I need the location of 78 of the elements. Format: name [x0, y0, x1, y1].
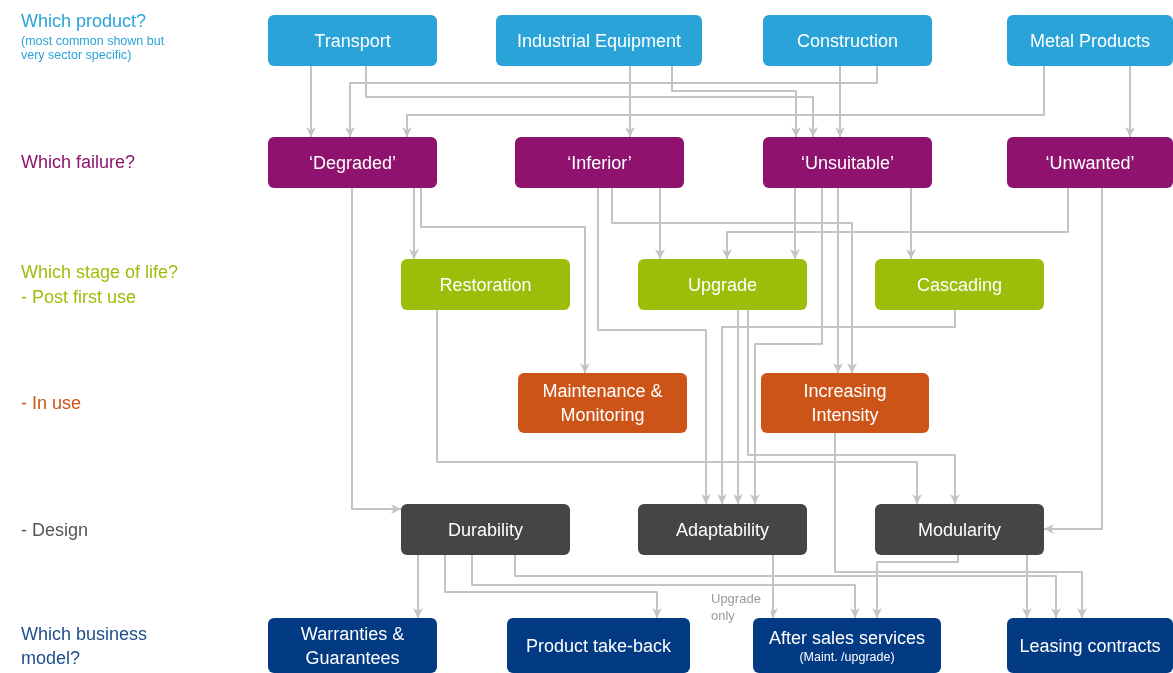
failure-box	[268, 137, 437, 188]
stage-box	[638, 259, 807, 310]
node-label: Modularity	[918, 518, 1001, 542]
failure-box	[515, 137, 684, 188]
node-label: Restoration	[439, 273, 532, 297]
connector-arrow	[413, 554, 423, 619]
node-label: Industrial Equipment	[516, 29, 682, 53]
connector-arrow	[345, 65, 878, 138]
failure-box	[763, 137, 932, 188]
connector-arrow	[906, 187, 916, 260]
connector-arrow	[1022, 554, 1032, 619]
connector-arrow	[790, 187, 800, 260]
design-box	[875, 504, 1044, 555]
node-label: ‘Degraded’	[308, 151, 397, 175]
node-sublabel: (Maint. /upgrade)	[799, 650, 895, 665]
row-heading: Which failure?	[21, 151, 137, 174]
connector-arrow	[514, 554, 1061, 619]
connector-arrow	[872, 554, 959, 619]
connector-arrow	[655, 187, 665, 260]
connector-arrow	[722, 187, 1069, 260]
row-heading: Which stage of life?	[21, 261, 180, 284]
node-label: Metal Products	[1029, 29, 1151, 53]
node-label: Product take-back	[525, 634, 672, 658]
node-label: Construction	[796, 29, 899, 53]
product-box	[268, 15, 437, 66]
node-label: Adaptability	[675, 518, 770, 542]
node-label: Upgrade	[687, 273, 757, 297]
in-use-box	[518, 373, 687, 433]
connector-arrow	[625, 65, 635, 138]
connector-arrow	[409, 187, 419, 260]
node-label: Transport	[314, 29, 391, 53]
design-box	[638, 504, 807, 555]
node-label: Durability	[448, 518, 523, 542]
connector-arrow	[444, 554, 662, 619]
node-label: ‘Unwanted’	[1045, 151, 1135, 175]
failure-box	[1007, 137, 1173, 188]
business-model-box	[268, 618, 437, 673]
connector-arrow	[436, 309, 922, 505]
connector-arrow	[1043, 187, 1103, 534]
node-label: Increasing Intensity	[802, 380, 888, 427]
node-label: Maintenance & Monitoring	[541, 380, 664, 427]
connector-arrow	[611, 187, 857, 374]
row-heading: - Post first use	[21, 286, 138, 309]
connector-arrow	[833, 187, 843, 374]
connector-arrow	[365, 65, 818, 138]
row-heading: Which business model?	[21, 623, 149, 670]
business-model-box	[507, 618, 690, 673]
connector-arrow	[835, 65, 845, 138]
row-heading: - In use	[21, 392, 83, 415]
connector-arrow	[420, 187, 590, 374]
connector-arrow	[471, 554, 860, 619]
node-label: Cascading	[916, 273, 1003, 297]
node-label: Warranties & Guarantees	[299, 622, 406, 670]
row-note: (most common shown but very sector specific)	[21, 34, 166, 62]
node-label: After sales services	[768, 627, 926, 650]
connector-arrow	[597, 187, 711, 505]
product-box	[1007, 15, 1173, 66]
row-heading: - Design	[21, 519, 90, 542]
in-use-box	[761, 373, 929, 433]
connector-arrow	[834, 432, 1087, 619]
connector-arrow	[750, 187, 823, 505]
connector-arrow	[351, 187, 402, 514]
connector-arrow	[402, 65, 1045, 138]
node-label: ‘Unsuitable’	[800, 151, 895, 175]
connector-arrow	[306, 65, 316, 138]
row-heading: Which product?	[21, 10, 148, 33]
stage-box	[875, 259, 1044, 310]
product-box	[763, 15, 932, 66]
design-box	[401, 504, 570, 555]
stage-box	[401, 259, 570, 310]
connector-arrow	[733, 309, 743, 505]
connector-arrow	[671, 65, 801, 138]
business-model-box	[1007, 618, 1173, 673]
node-label: ‘Inferior’	[567, 151, 632, 175]
node-label: Leasing contracts	[1019, 634, 1161, 658]
connector-arrow	[1125, 65, 1135, 138]
product-box	[496, 15, 702, 66]
business-model-box	[753, 618, 941, 673]
